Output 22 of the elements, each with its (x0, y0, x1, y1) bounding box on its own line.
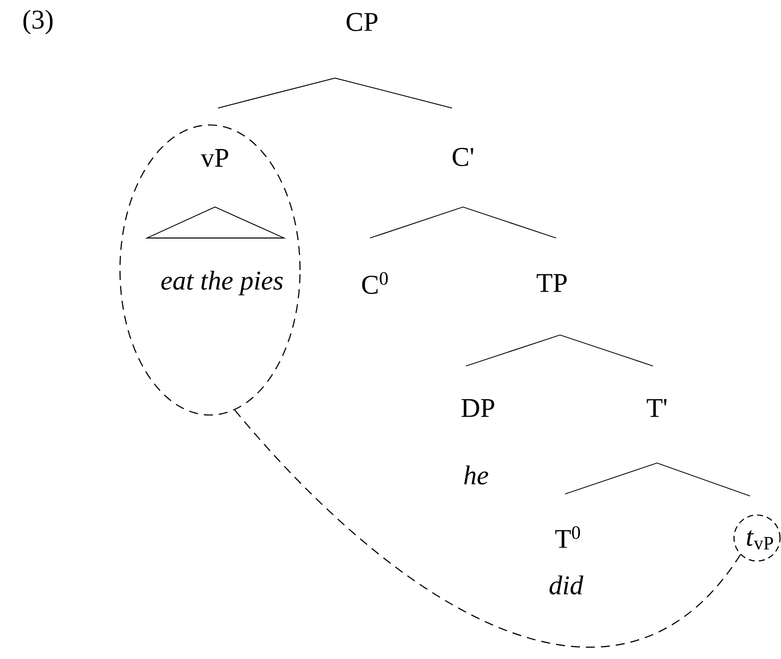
tree-branch (462, 206, 556, 238)
tree-branch (218, 78, 336, 108)
node-label: T$^{0}$ (555, 526, 580, 548)
tree-branch (334, 78, 452, 108)
tree-branch (564, 462, 658, 494)
node-label: C$^{0}$ (362, 272, 388, 294)
trace-label: t$_{vP}$ (746, 530, 773, 550)
movement-line (234, 410, 741, 648)
node-label: C' (452, 148, 474, 166)
tree-branch (656, 462, 750, 496)
tree-branch (560, 334, 654, 366)
example-number: (3) (23, 10, 53, 34)
node-label: DP (462, 399, 494, 417)
node-label: T' (646, 399, 667, 417)
tree-branch (466, 334, 560, 366)
node-label: TP (536, 274, 567, 292)
terminal-word: eat the pies (161, 270, 283, 296)
terminal-word: he (464, 466, 488, 484)
node-label: CP (346, 12, 378, 32)
terminal-word: did (550, 576, 584, 595)
node-label: vP (200, 149, 228, 167)
tree-branch (370, 206, 464, 238)
